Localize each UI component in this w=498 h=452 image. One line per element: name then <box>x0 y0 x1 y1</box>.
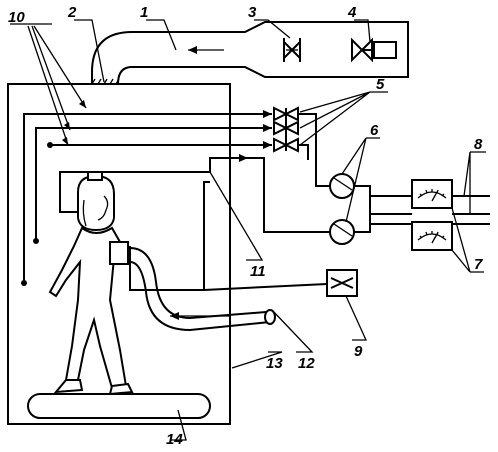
label-6: 6 <box>370 122 379 139</box>
fan-icon <box>351 37 397 63</box>
label-4: 4 <box>347 4 357 21</box>
label-10: 10 <box>8 9 25 26</box>
label-9: 9 <box>354 343 363 360</box>
leader-lines <box>10 19 486 441</box>
test-chamber <box>7 83 231 425</box>
gauge-icon <box>411 179 453 251</box>
valve-icon <box>273 106 299 153</box>
label-2: 2 <box>67 4 77 21</box>
pump-icon <box>329 173 355 245</box>
person-in-protective-suit-icon <box>48 171 134 396</box>
breathing-hose <box>129 247 276 332</box>
label-7: 7 <box>474 256 483 273</box>
flowmeter-icon <box>129 181 358 297</box>
air-duct <box>91 21 409 85</box>
label-1: 1 <box>140 4 148 21</box>
label-8: 8 <box>474 136 483 153</box>
helmet-line <box>59 157 250 213</box>
heater-icon <box>283 38 301 62</box>
label-5: 5 <box>376 76 385 93</box>
label-13: 13 <box>266 355 283 372</box>
label-11: 11 <box>250 263 266 280</box>
label-12: 12 <box>298 355 315 372</box>
label-3: 3 <box>248 4 257 21</box>
label-14: 14 <box>166 431 183 447</box>
sampling-tubes <box>21 110 272 286</box>
treadmill-icon <box>27 393 211 419</box>
